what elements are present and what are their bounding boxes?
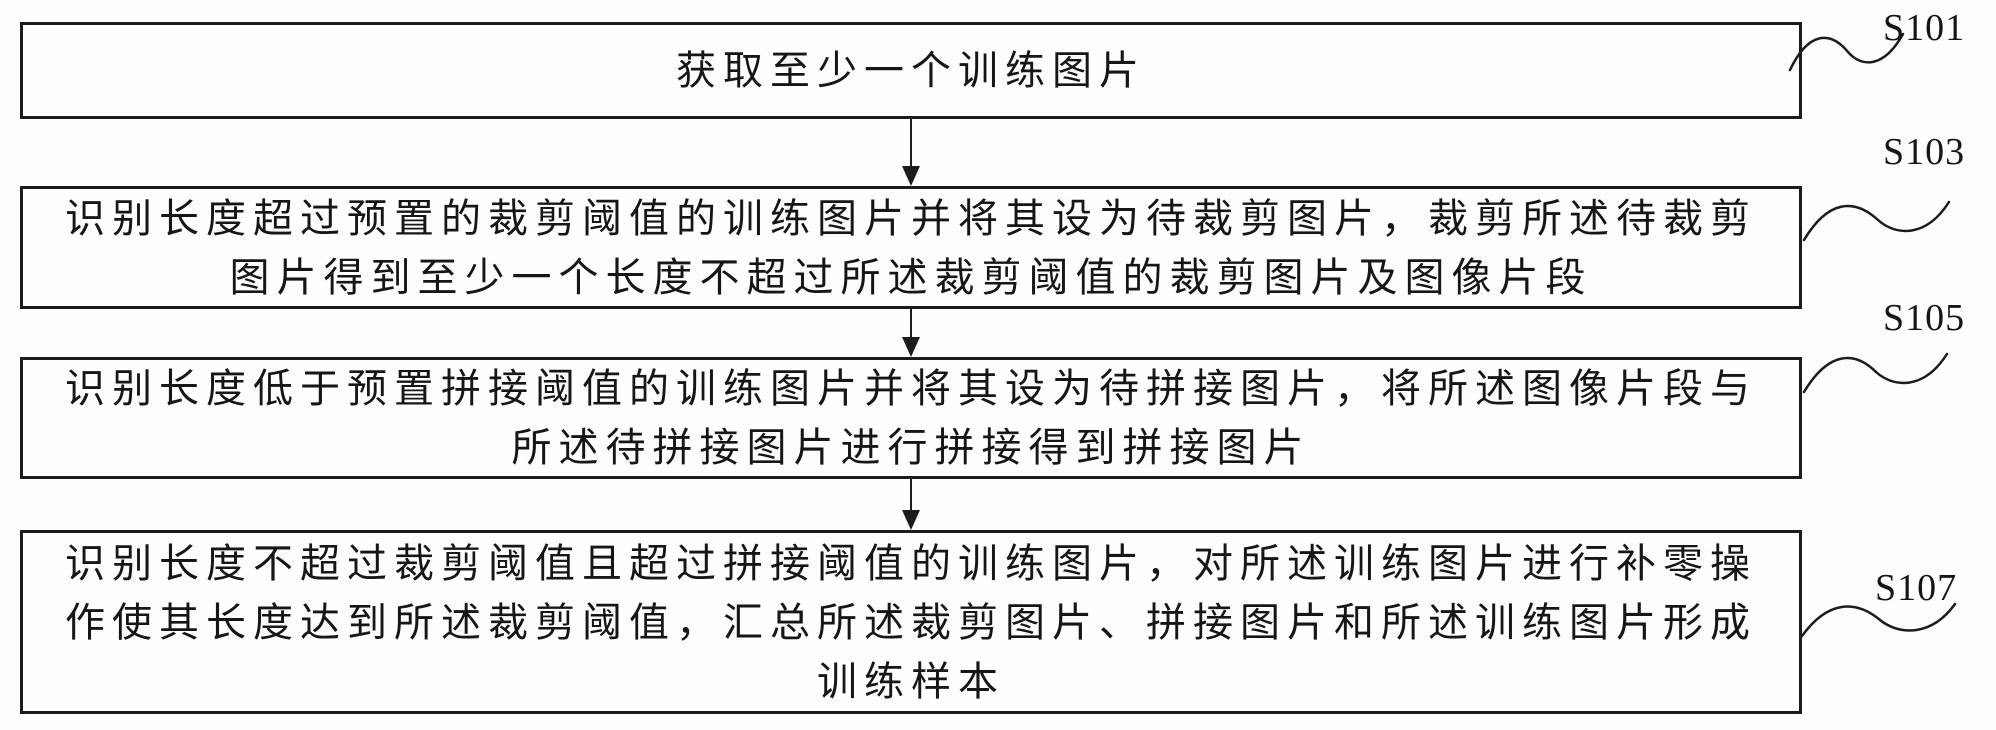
flow-box-s107-text-line1: 识别长度不超过裁剪阈值且超过拼接阈值的训练图片，对所述训练图片进行补零操 — [65, 540, 1757, 586]
arrow-head — [902, 337, 920, 357]
step-label-s103: S103 — [1883, 131, 1966, 173]
arrow-head — [902, 166, 920, 186]
wavy-connector-s103 — [1802, 200, 1951, 242]
down-arrow — [902, 119, 920, 186]
flow-box-s103: 识别长度超过预置的裁剪阈值的训练图片并将其设为待裁剪图片，裁剪所述待裁剪 图片得… — [20, 186, 1802, 309]
step-label-s101: S101 — [1883, 7, 1966, 49]
flow-box-s103-text-line2: 图片得到至少一个长度不超过所述裁剪阈值的裁剪图片及图像片段 — [229, 254, 1593, 300]
step-label-s105: S105 — [1883, 297, 1966, 339]
wavy-connector-s105 — [1802, 352, 1949, 394]
down-arrow — [902, 479, 920, 530]
arrow-head — [902, 510, 920, 530]
flow-box-s107: 识别长度不超过裁剪阈值且超过拼接阈值的训练图片，对所述训练图片进行补零操 作使其… — [20, 530, 1802, 714]
flow-box-s105-text-line2: 所述待拼接图片进行拼接得到拼接图片 — [511, 425, 1311, 470]
flow-box-s103-text-line1: 识别长度超过预置的裁剪阈值的训练图片并将其设为待裁剪图片，裁剪所述待裁剪 — [65, 195, 1757, 241]
flow-box-s101: 获取至少一个训练图片 — [20, 22, 1802, 119]
wavy-connector-s101 — [1788, 32, 1905, 72]
arrow-shaft — [909, 479, 913, 510]
flow-box-s101-text: 获取至少一个训练图片 — [676, 48, 1146, 93]
flow-box-s107-text-line2: 作使其长度达到所述裁剪阈值，汇总所述裁剪图片、拼接图片和所述训练图片形成 — [65, 599, 1757, 645]
flow-box-s107-text-line3: 训练样本 — [817, 658, 1005, 704]
wavy-connector-s107 — [1800, 602, 1957, 638]
flow-box-s105-text-line1: 识别长度低于预置拼接阈值的训练图片并将其设为待拼接图片，将所述图像片段与 — [65, 366, 1757, 411]
step-label-s107: S107 — [1875, 567, 1958, 609]
arrow-shaft — [909, 119, 913, 166]
flow-box-s105: 识别长度低于预置拼接阈值的训练图片并将其设为待拼接图片，将所述图像片段与 所述待… — [20, 357, 1802, 479]
down-arrow — [902, 309, 920, 357]
arrow-shaft — [909, 309, 913, 337]
